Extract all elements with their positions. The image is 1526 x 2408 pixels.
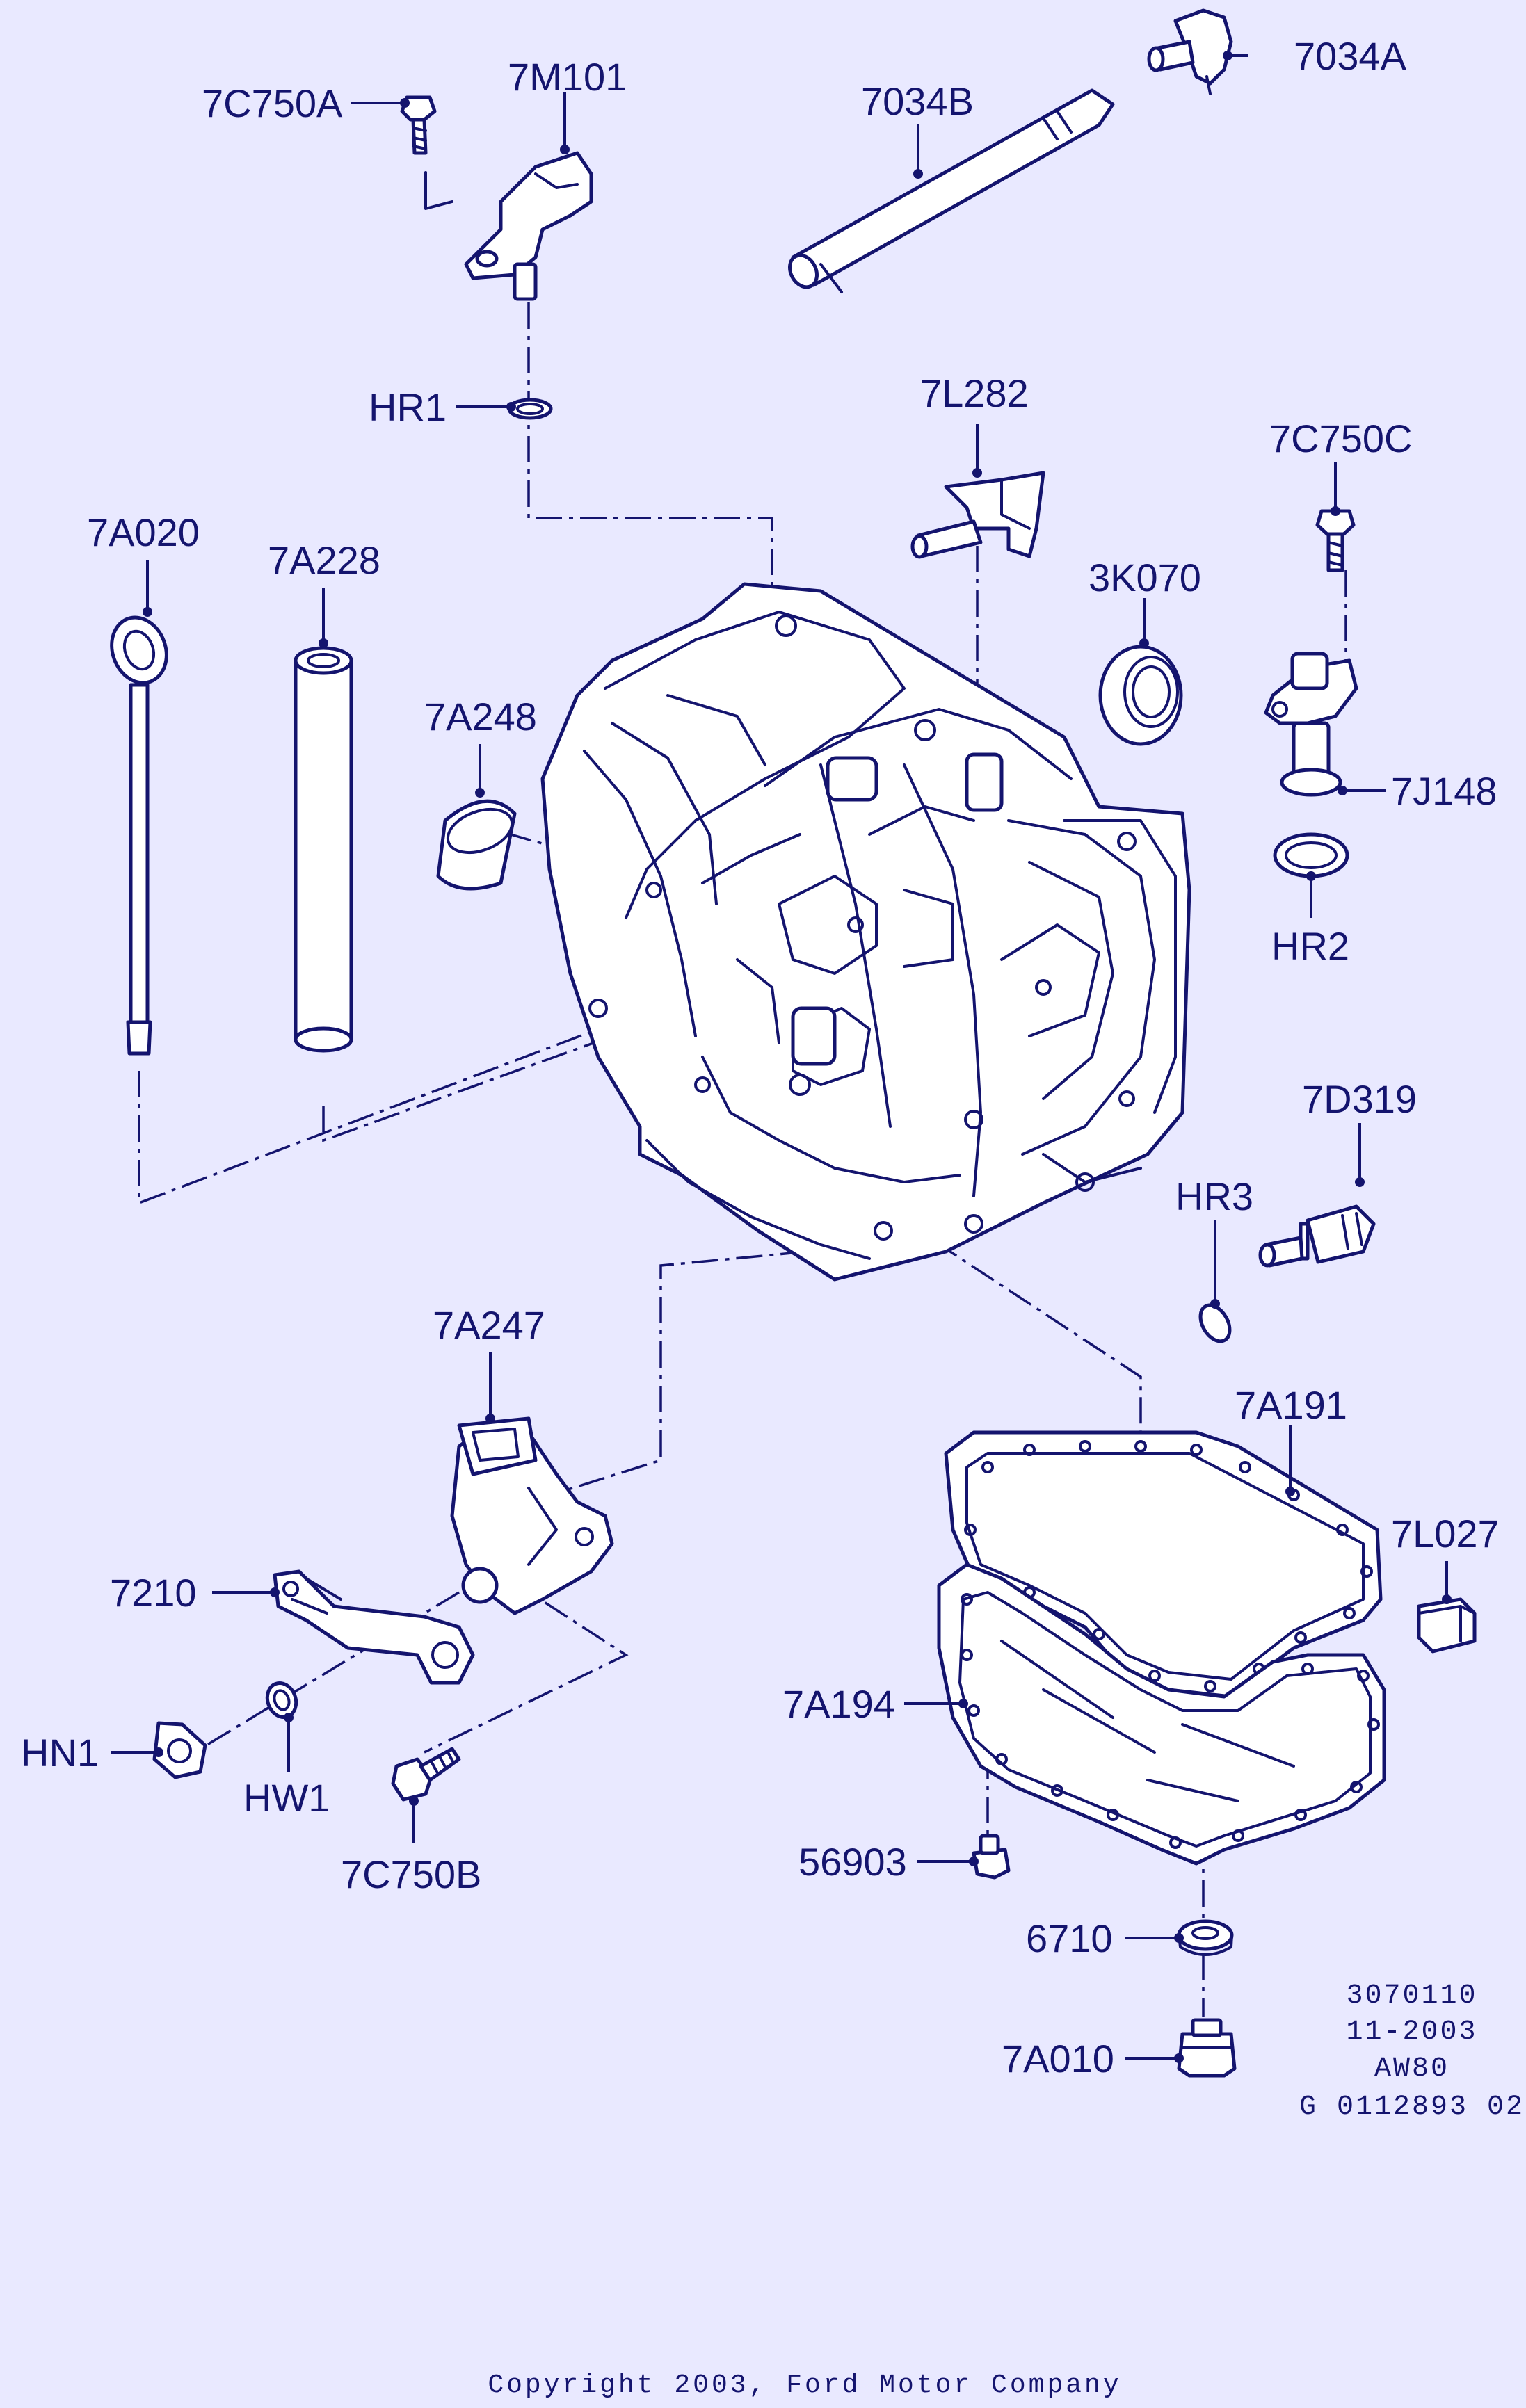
fitting-7034A (1147, 8, 1233, 95)
drawing-id: G 0112893 02 (1299, 2092, 1525, 2123)
label-7210: 7210 (110, 1571, 197, 1615)
sensor-7J148 (1264, 652, 1358, 797)
dipstick-7A020 (110, 615, 168, 1056)
nut-HN1 (152, 1721, 207, 1779)
part-labels: 7C750A 7M101 7034B 7034A HR1 7L282 7C750… (21, 34, 1500, 2080)
bolt-7C750B (391, 1747, 461, 1802)
seal-7A248 (436, 799, 517, 891)
label-7A020: 7A020 (87, 510, 200, 554)
sensor-7M101 (464, 151, 593, 301)
label-7C750A: 7C750A (202, 81, 343, 125)
transmission-case (540, 582, 1191, 1282)
label-7M101: 7M101 (508, 55, 627, 99)
switch-7A247 (450, 1416, 614, 1615)
label-6710: 6710 (1026, 1916, 1113, 1960)
seal-3K070 (1098, 645, 1183, 746)
label-HR2: HR2 (1271, 924, 1349, 968)
washer-6710 (1177, 1919, 1234, 1956)
label-7C750B: 7C750B (341, 1852, 481, 1896)
oring-HR2 (1273, 832, 1349, 878)
label-7A194: 7A194 (782, 1682, 895, 1726)
label-7A248: 7A248 (424, 695, 537, 738)
drawing-info: 3070110 11-2003 AW80 G 0112893 02 (1299, 1980, 1525, 2123)
fitting-56903 (972, 1834, 1011, 1880)
magnet-7L027 (1417, 1597, 1477, 1654)
label-7D319: 7D319 (1302, 1077, 1417, 1121)
label-7L282: 7L282 (920, 371, 1029, 415)
drawing-number: 3070110 (1346, 1980, 1477, 2012)
oring-HR3 (1198, 1303, 1232, 1343)
copyright-notice: Copyright 2003, Ford Motor Company (488, 2370, 1121, 2400)
washer-HW1 (265, 1681, 298, 1719)
label-HW1: HW1 (243, 1776, 330, 1820)
bolt-7C750A (400, 95, 453, 210)
drawing-model: AW80 (1374, 2053, 1449, 2085)
label-HR1: HR1 (369, 385, 447, 429)
label-7A191: 7A191 (1235, 1383, 1347, 1427)
oil-pan-7A194 (937, 1562, 1386, 1866)
label-7A228: 7A228 (268, 538, 380, 582)
label-3K070: 3K070 (1089, 556, 1201, 599)
label-7C750C: 7C750C (1269, 417, 1412, 460)
tube-7A228 (294, 646, 353, 1053)
label-7L027: 7L027 (1391, 1512, 1500, 1555)
label-7A247: 7A247 (433, 1303, 545, 1347)
drawing-date: 11-2003 (1346, 2017, 1477, 2048)
label-7034B: 7034B (861, 79, 974, 123)
sensor-7L282 (910, 471, 1045, 559)
label-HN1: HN1 (21, 1731, 99, 1775)
pan-bolt-holes (961, 1593, 1380, 1849)
bolt-7C750C (1315, 509, 1356, 572)
sensor-7D319 (1258, 1204, 1376, 1268)
label-56903: 56903 (798, 1840, 907, 1884)
label-HR3: HR3 (1175, 1174, 1253, 1218)
label-7J148: 7J148 (1391, 769, 1497, 813)
tube-7034B (788, 88, 1115, 293)
lever-7210 (273, 1569, 475, 1685)
drain-plug-7A010 (1177, 2018, 1237, 2078)
leader-lines (111, 51, 1452, 2063)
label-7034A: 7034A (1294, 34, 1407, 78)
label-7A010: 7A010 (1002, 2037, 1114, 2080)
